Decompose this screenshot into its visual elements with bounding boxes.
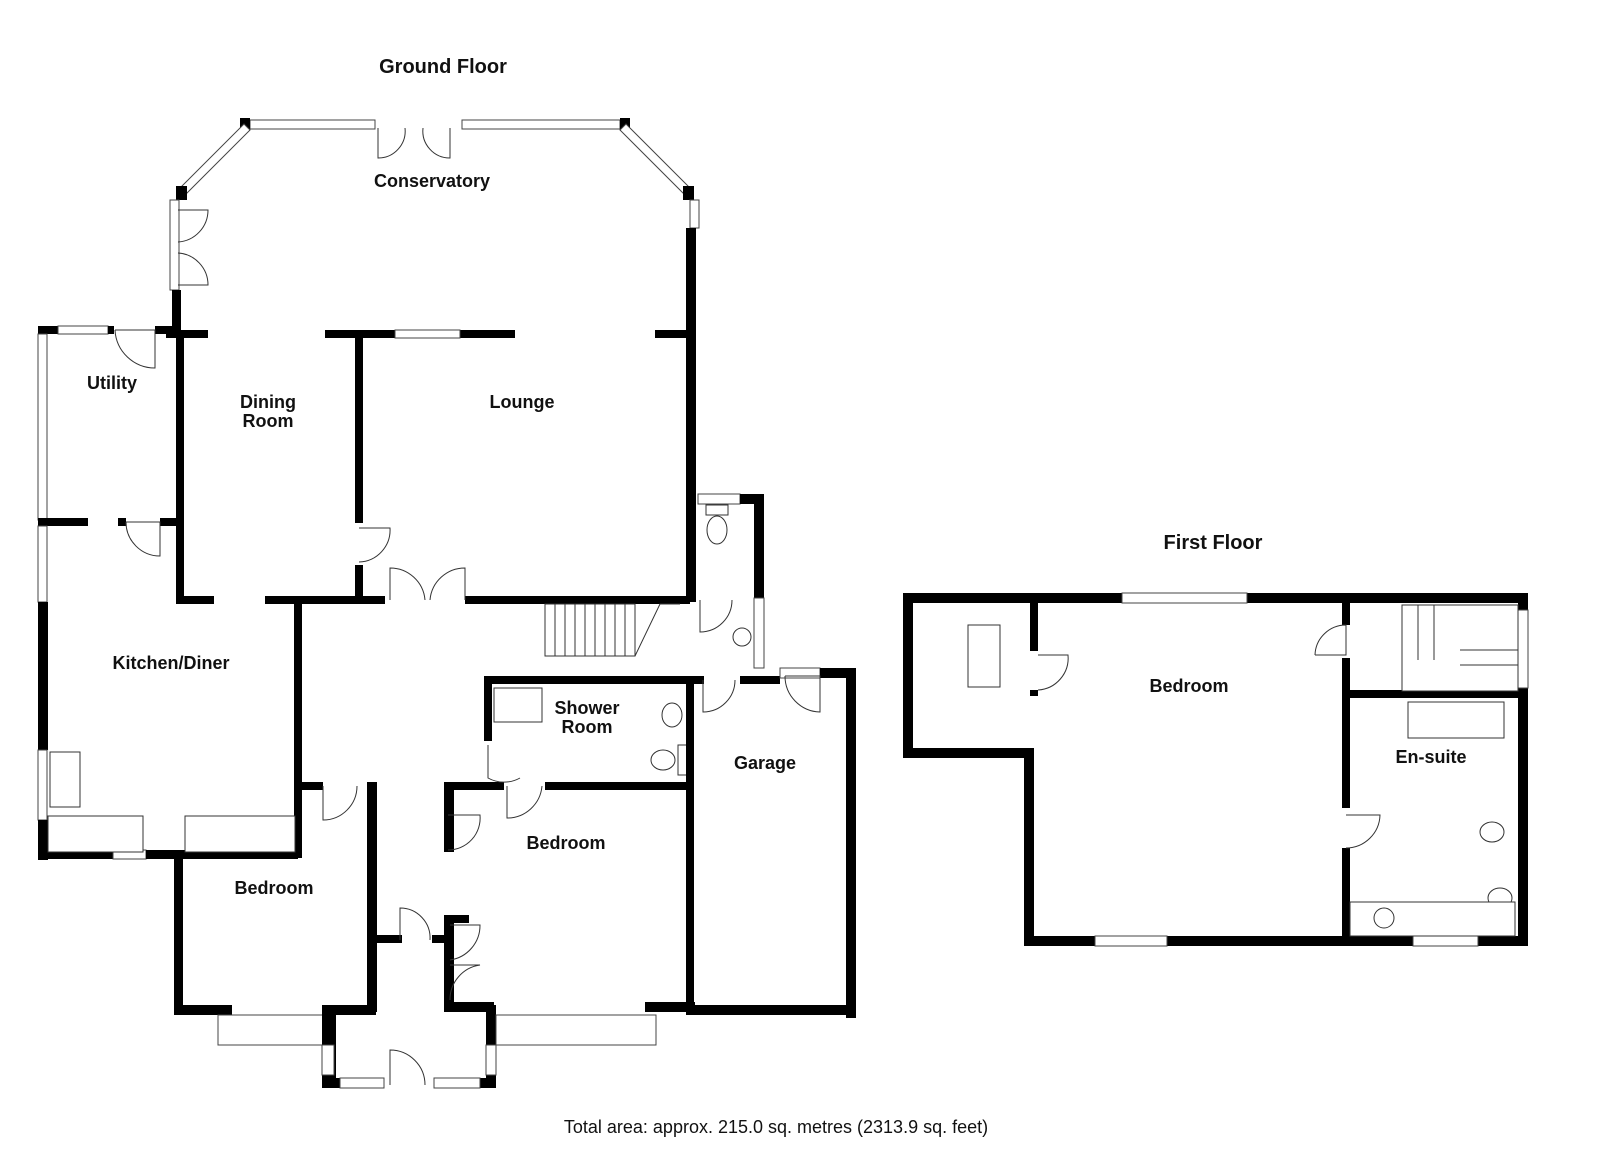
conservatory-window-top-right: [461, 119, 621, 130]
room-label-dining-2: Room: [243, 411, 294, 431]
room-label-shower-2: Room: [562, 717, 613, 737]
room-label-garage: Garage: [734, 753, 796, 773]
shower-tray: [493, 687, 543, 723]
first-floor-title: First Floor: [1164, 532, 1263, 554]
ground-floor-walls: [37, 118, 856, 1089]
wc-basin: [732, 627, 752, 647]
shower-toilet: [650, 749, 676, 771]
kitchen-counter-left: [47, 815, 144, 853]
first-floor-walls: [903, 592, 1529, 947]
ground-floor-title: Ground Floor: [379, 56, 507, 78]
stair-treads: [554, 603, 680, 657]
room-label-bedroom-centre: Bedroom: [526, 833, 605, 853]
ground-stairs: [544, 603, 636, 657]
room-label-lounge: Lounge: [490, 392, 555, 412]
kitchen-counter-bottom: [184, 815, 296, 853]
room-label-dining-1: Dining: [240, 392, 296, 412]
wc-toilet: [706, 515, 728, 545]
room-label-kitchen: Kitchen/Diner: [112, 653, 229, 673]
room-label-shower-1: Shower: [554, 698, 619, 718]
room-label-conservatory: Conservatory: [374, 171, 490, 191]
conservatory-window-diag-right: [619, 123, 691, 195]
ensuite-bath: [1407, 701, 1505, 739]
door-swings: [114, 127, 821, 1086]
conservatory-window-diag-left: [179, 123, 251, 195]
room-label-bedroom-left: Bedroom: [234, 878, 313, 898]
ensuite-basin: [1373, 907, 1395, 929]
total-area-footer: Total area: approx. 215.0 sq. metres (23…: [564, 1117, 988, 1137]
ensuite-toilet-1: [1479, 821, 1505, 843]
kitchen-sink: [49, 751, 81, 808]
room-label-bedroom-first: Bedroom: [1149, 676, 1228, 696]
ground-fixtures: [650, 504, 752, 771]
loft-hatch: [967, 624, 1001, 688]
conservatory-window-top-left: [249, 119, 376, 130]
shower-basin: [661, 702, 683, 728]
room-label-utility: Utility: [87, 373, 137, 393]
room-label-ensuite: En-suite: [1395, 747, 1466, 767]
first-stairs: [1401, 604, 1519, 692]
